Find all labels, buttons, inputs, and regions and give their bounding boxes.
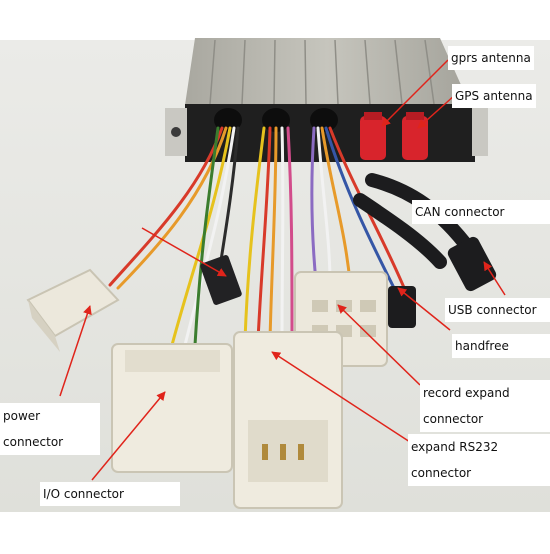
usb-connector-plug	[447, 236, 497, 292]
label-record-expand-line1: record expand	[423, 386, 510, 400]
wire-bundle	[108, 126, 407, 347]
white-border-bottom	[0, 512, 550, 550]
arrow-handfree	[397, 287, 451, 331]
label-usb-connector: USB connector	[445, 298, 550, 322]
arrow-expand-rs232	[271, 351, 411, 443]
label-usb-connector-text: USB connector	[448, 303, 537, 317]
label-gps-antenna: GPS antenna	[452, 84, 536, 108]
label-power-line2: connector	[3, 435, 64, 449]
arrow-usb-connector	[483, 261, 506, 296]
io-connector-housing	[111, 343, 233, 473]
label-gps-antenna-text: GPS antenna	[455, 89, 533, 103]
white-border-top	[0, 0, 550, 40]
label-gprs-antenna: gprs antenna	[448, 46, 534, 70]
label-io-connector-text: I/O connector	[43, 487, 124, 501]
label-gprs-antenna-text: gprs antenna	[451, 51, 531, 65]
arrow-io-connector	[91, 391, 166, 481]
label-io-connector: I/O connector	[40, 482, 180, 506]
cable-grommets	[214, 108, 338, 132]
gps-antenna-connector	[402, 112, 428, 160]
arrow-can-connector	[141, 227, 227, 277]
arrow-power-connector	[59, 305, 92, 397]
label-can-connector-box: CAN connector	[412, 200, 550, 224]
label-record-expand: record expand connector	[420, 380, 550, 432]
label-expand-rs232-line2: connector	[411, 466, 472, 480]
arrow-gps-antenna	[417, 94, 456, 129]
arrow-record-expand	[337, 304, 421, 386]
label-expand-rs232: expand RS232 connector	[408, 434, 550, 486]
label-record-expand-line2: connector	[423, 412, 484, 426]
label-power-connector: power connector	[0, 403, 100, 455]
expand-rs232-connector-housing	[233, 331, 343, 509]
arrow-gprs-antenna	[381, 59, 449, 127]
tracker-enclosure	[165, 38, 488, 162]
label-power-line1: power	[3, 409, 41, 423]
annotation-arrows	[59, 59, 506, 481]
label-handfree-text: handfree	[455, 339, 509, 353]
handfree-connector-plug	[388, 286, 416, 328]
power-connector-housing	[26, 268, 120, 352]
label-expand-rs232-line1: expand RS232	[411, 440, 499, 454]
label-handfree: handfree	[452, 334, 550, 358]
gprs-antenna-connector	[360, 112, 386, 160]
label-can-connector-text: CAN connector	[415, 205, 505, 219]
